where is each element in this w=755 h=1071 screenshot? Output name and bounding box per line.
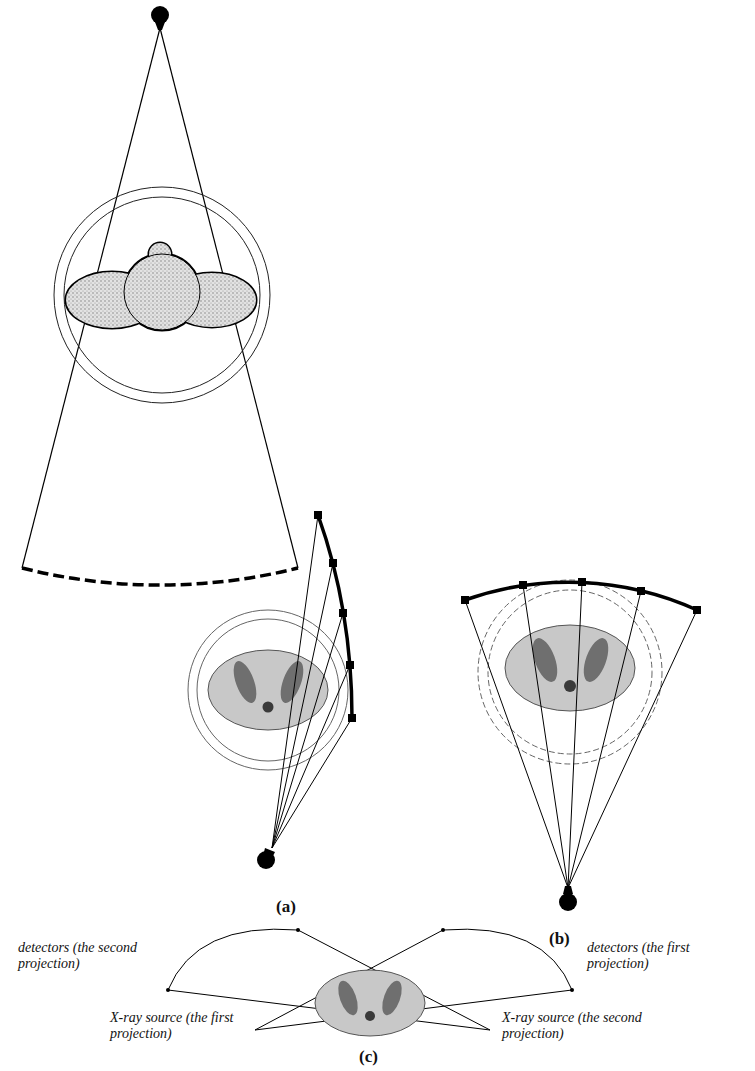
detector-label: detectors (the first projection) [585, 940, 739, 972]
detector-label: detectors (the second projection) [16, 940, 168, 972]
panel-label: (b) [547, 929, 572, 949]
projection-b [461, 578, 701, 911]
fan-beam-overview [22, 6, 298, 585]
panel-label: (a) [274, 897, 298, 917]
panel-label: (c) [357, 1047, 380, 1067]
source-label: X-ray source (the second projection) [500, 1010, 649, 1042]
source-label: X-ray source (the first projection) [108, 1010, 252, 1042]
projection-a [188, 511, 356, 869]
